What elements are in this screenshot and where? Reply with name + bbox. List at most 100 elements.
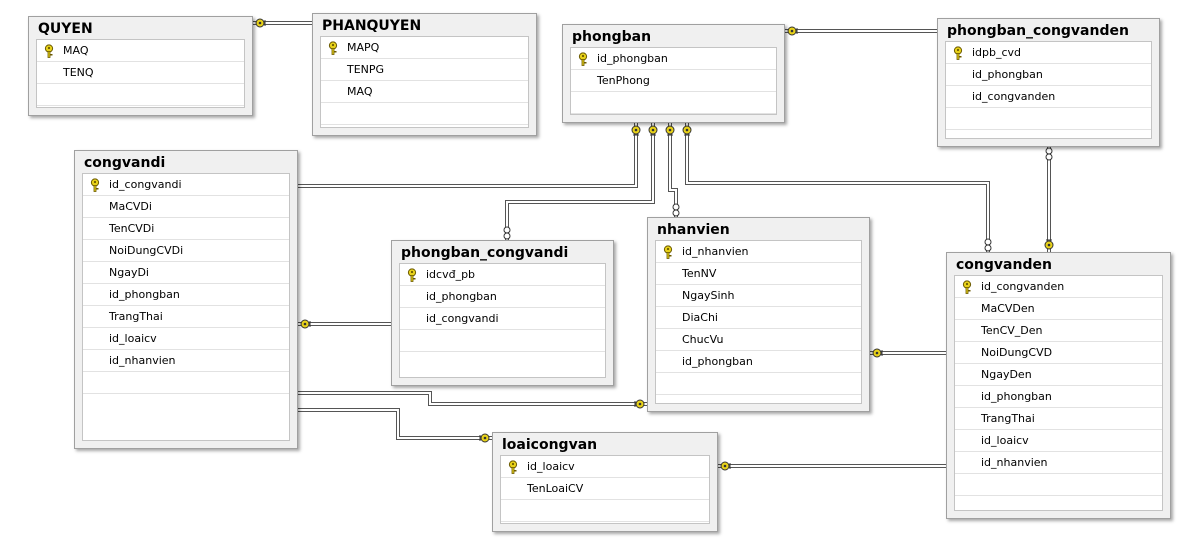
column-row[interactable]: id_loaicv (955, 430, 1162, 452)
link-phongban-phongban-congvanden[interactable] (785, 26, 951, 36)
column-row[interactable]: idpb_cvd (946, 42, 1151, 64)
column-row[interactable]: id_nhanvien (656, 241, 861, 263)
empty-column-row (571, 92, 776, 114)
column-row[interactable]: TenCV_Den (955, 320, 1162, 342)
column-row[interactable]: ChucVu (656, 329, 861, 351)
column-name: id_phongban (426, 290, 497, 303)
table-title: congvandi (84, 155, 166, 171)
column-row[interactable]: MaCVDi (83, 196, 289, 218)
column-name: MAPQ (347, 41, 380, 54)
column-list: idpb_cvd id_phongban id_congvanden (945, 41, 1152, 139)
column-row[interactable]: id_congvanden (955, 276, 1162, 298)
column-name: NoiDungCVDi (109, 244, 184, 257)
column-name: TrangThai (981, 412, 1035, 425)
column-name: id_congvandi (426, 312, 499, 325)
primary-key-icon (327, 41, 339, 55)
column-name: id_loaicv (109, 332, 157, 345)
link-congvandi-phongban-congvandi[interactable] (298, 319, 405, 329)
column-name: id_phongban (597, 52, 668, 65)
column-name: id_phongban (981, 390, 1052, 403)
column-row[interactable]: NoiDungCVDi (83, 240, 289, 262)
column-row[interactable]: MAPQ (321, 37, 528, 59)
primary-key-icon (43, 44, 55, 58)
column-list: idcvđ_pb id_phongban id_congvandi (399, 263, 606, 378)
empty-column-row (321, 103, 528, 125)
empty-column-row (656, 373, 861, 395)
column-name: id_loaicv (981, 434, 1029, 447)
column-name: id_congvanden (972, 90, 1056, 103)
column-row[interactable]: TrangThai (955, 408, 1162, 430)
column-name: MaCVDi (109, 200, 152, 213)
column-row[interactable]: id_congvandi (400, 308, 605, 330)
column-row[interactable]: TenPhong (571, 70, 776, 92)
link-loaicongvan-congvandi[interactable] (284, 406, 492, 443)
column-row[interactable]: id_nhanvien (955, 452, 1162, 474)
link-loaicongvan-congvanden[interactable] (718, 461, 960, 471)
column-name: TenCVDi (109, 222, 155, 235)
column-row[interactable]: id_loaicv (83, 328, 289, 350)
column-row[interactable]: id_congvandi (83, 174, 289, 196)
column-row[interactable]: id_nhanvien (83, 350, 289, 372)
column-row[interactable]: TENQ (37, 62, 244, 84)
column-name: id_nhanvien (682, 245, 749, 258)
column-name: TENQ (63, 66, 94, 79)
primary-key-icon (406, 268, 418, 282)
column-row[interactable]: MAQ (321, 81, 528, 103)
table-title: phongban (572, 29, 652, 45)
column-name: TENPG (347, 63, 385, 76)
link-congvanden-phongban-congvanden[interactable] (1044, 147, 1054, 252)
column-row[interactable]: TenLoaiCV (501, 478, 709, 500)
column-name: NoiDungCVD (981, 346, 1053, 359)
column-name: TenNV (682, 267, 717, 280)
column-row[interactable]: NgayDen (955, 364, 1162, 386)
table-title: nhanvien (657, 222, 730, 238)
table-title: PHANQUYEN (322, 18, 422, 34)
column-row[interactable]: MaCVDen (955, 298, 1162, 320)
column-row[interactable]: id_phongban (400, 286, 605, 308)
column-name: MAQ (63, 44, 89, 57)
column-row[interactable]: id_phongban (571, 48, 776, 70)
column-row[interactable]: NoiDungCVD (955, 342, 1162, 364)
column-name: TenCV_Den (981, 324, 1043, 337)
table-phanquyen[interactable]: PHANQUYEN MAPQ TENPG MAQ (312, 13, 537, 136)
link-phongban-phongban-congvandi[interactable] (503, 123, 658, 240)
column-row[interactable]: TrangThai (83, 306, 289, 328)
link-nhanvien-congvandi[interactable] (284, 389, 647, 409)
column-row[interactable]: NgayDi (83, 262, 289, 284)
column-name: ChucVu (682, 333, 724, 346)
column-name: id_phongban (972, 68, 1043, 81)
column-row[interactable]: id_phongban (83, 284, 289, 306)
column-row[interactable]: id_congvanden (946, 86, 1151, 108)
column-row[interactable]: id_loaicv (501, 456, 709, 478)
column-name: id_nhanvien (109, 354, 176, 367)
link-phongban-nhanvien[interactable] (665, 123, 680, 217)
column-row[interactable]: MAQ (37, 40, 244, 62)
primary-key-icon (961, 280, 973, 294)
column-row[interactable]: NgaySinh (656, 285, 861, 307)
table-title: loaicongvan (502, 437, 598, 453)
column-name: NgaySinh (682, 289, 735, 302)
column-row[interactable]: id_phongban (656, 351, 861, 373)
empty-column-row (501, 500, 709, 522)
link-phongban-congvanden[interactable] (682, 123, 992, 252)
column-row[interactable]: DiaChi (656, 307, 861, 329)
column-name: DiaChi (682, 311, 718, 324)
column-row[interactable]: TenNV (656, 263, 861, 285)
column-row[interactable]: id_phongban (955, 386, 1162, 408)
column-row[interactable]: TenCVDi (83, 218, 289, 240)
column-row[interactable]: idcvđ_pb (400, 264, 605, 286)
column-name: id_congvandi (109, 178, 182, 191)
column-row[interactable]: TENPG (321, 59, 528, 81)
column-row[interactable]: id_phongban (946, 64, 1151, 86)
